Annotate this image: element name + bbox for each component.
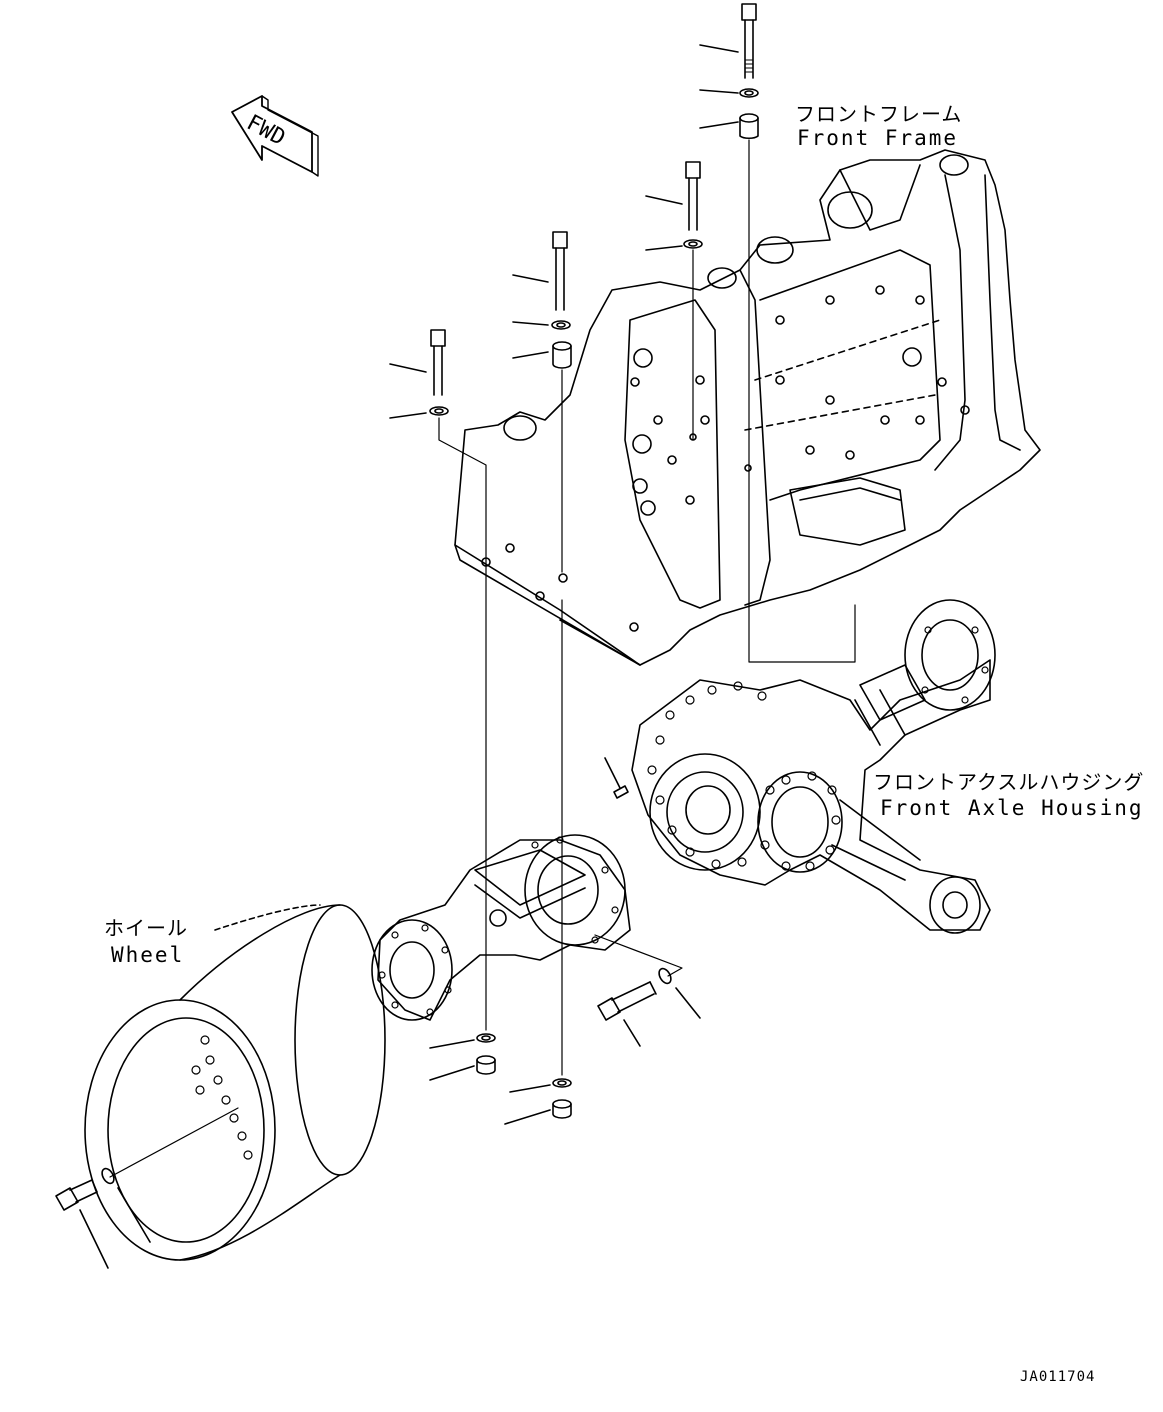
bolt-group-a <box>699 3 759 140</box>
bolt-group-d <box>389 329 449 419</box>
axle-half-part <box>371 834 631 1021</box>
bolt-group-b <box>645 161 703 251</box>
fwd-arrow-icon: FWD <box>231 95 319 177</box>
front-axle-housing-part <box>604 599 996 934</box>
front-axle-housing-label-jp: フロントアクスルハウジング <box>873 770 1145 794</box>
front-frame-label-jp: フロントフレーム <box>795 102 963 126</box>
assembly-axis-lines <box>109 139 856 1178</box>
wheel-label-jp: ホイール <box>104 916 188 940</box>
side-bolt-group <box>597 967 701 1047</box>
wheel-label-en: Wheel <box>111 943 185 967</box>
bolt-group-c <box>512 231 572 369</box>
front-frame-part <box>454 149 1041 666</box>
front-frame-label-en: Front Frame <box>797 126 959 150</box>
front-axle-housing-label-en: Front Axle Housing <box>880 796 1144 820</box>
wheel-part <box>84 904 386 1261</box>
lower-fastener-group <box>429 1033 572 1125</box>
drawing-code: JA011704 <box>1020 1369 1096 1385</box>
wheel-bolt-group <box>55 1167 151 1269</box>
